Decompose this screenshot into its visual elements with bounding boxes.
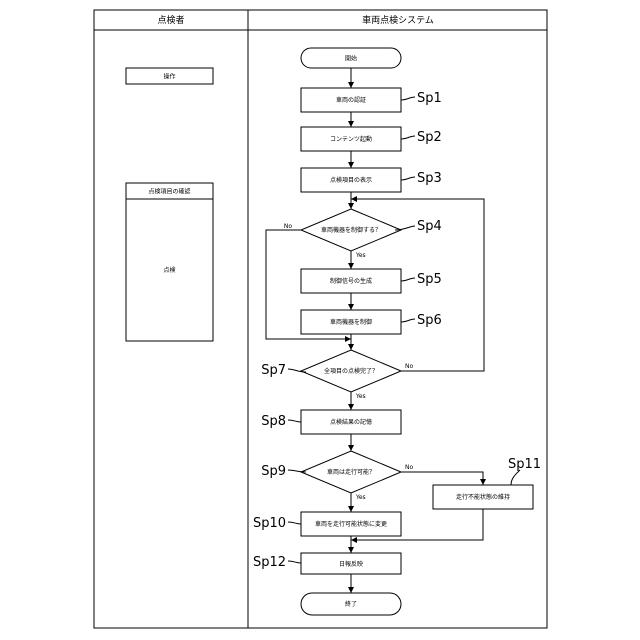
start-label: 開始 [345,55,357,63]
sp9-label: Sp9 [261,464,286,479]
record-label: 点検結果の記憶 [330,418,372,426]
gen-signal-label: 制御信号の生成 [330,277,372,285]
sp3-label: Sp3 [417,171,442,186]
sp11-label: Sp11 [508,457,541,472]
control-device-label: 車両機器を制御 [330,318,372,326]
runnable-decision-label: 車両は走行可能？ [327,468,375,476]
sp1-label: Sp1 [417,91,442,106]
sp5-label: Sp5 [417,272,442,287]
keep-unrunnable-label: 走行不能状態の維持 [456,493,510,501]
confirm-items-label: 点検項目の確認 [148,188,190,196]
daily-report-label: 日報反映 [339,560,363,568]
sp6-label: Sp6 [417,313,442,328]
all-done-decision-label: 全項目の点検完了？ [324,367,378,375]
end-label: 終了 [345,600,357,608]
sp2-label: Sp2 [417,130,442,145]
lane-title-inspector: 点検者 [157,14,184,26]
runnable-yes-label: Yes [355,494,366,501]
sp4-label: Sp4 [417,219,442,234]
confirm-items-box [126,183,213,341]
all-done-yes-label: Yes [355,393,366,400]
sp8-label: Sp8 [261,414,286,429]
content-start-label: コンテンツ起動 [330,135,372,143]
show-items-label: 点検項目の表示 [330,176,372,184]
sp10-label: Sp10 [253,516,286,531]
operate-label: 操作 [163,73,175,81]
vehicle-auth-label: 車両の認証 [336,96,366,104]
control-no-label: No [284,223,292,230]
control-decision-label: 車両機器を制御する？ [321,226,381,234]
sp12-label: Sp12 [253,555,286,570]
inspect-label: 点検 [163,266,175,274]
all-done-no-label: No [405,363,413,370]
control-yes-label: Yes [355,252,366,259]
sp7-label: Sp7 [261,363,286,378]
runnable-no-label: No [405,464,413,471]
set-runnable-label: 車両を走行可能状態に変更 [315,520,387,528]
lane-title-system: 車両点検システム [362,14,434,26]
